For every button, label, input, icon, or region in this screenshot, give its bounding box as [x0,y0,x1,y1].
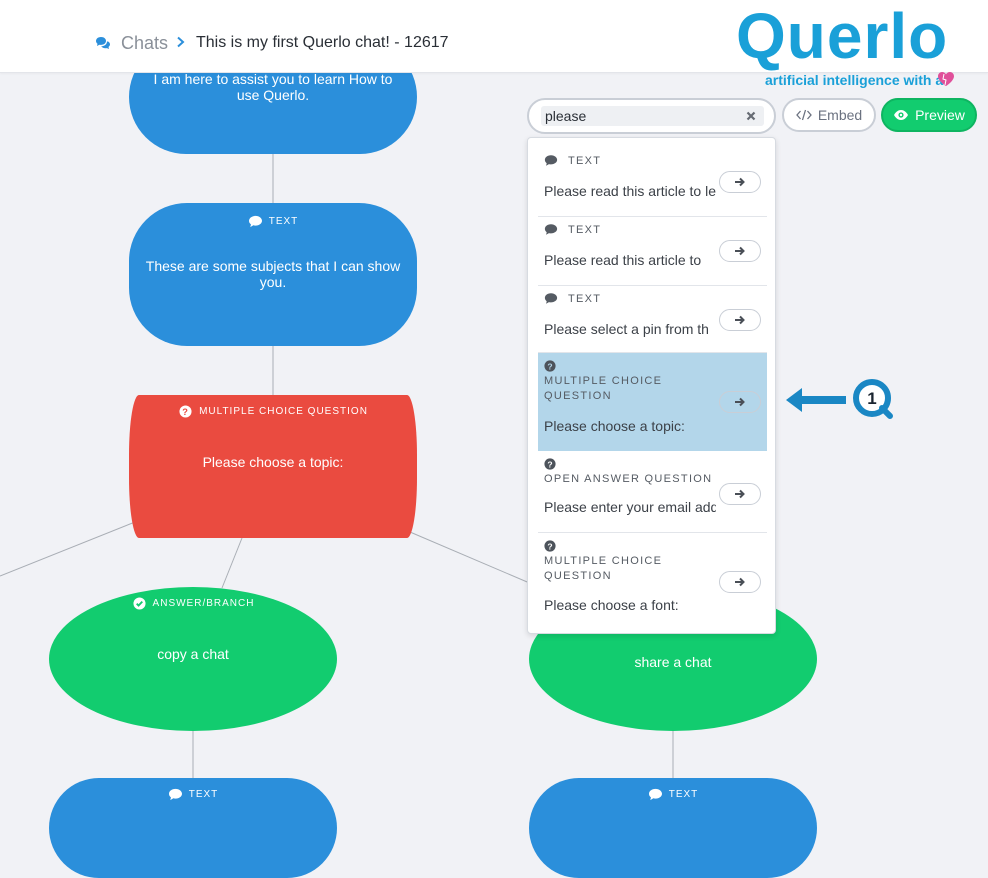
check-circle-icon [133,597,146,610]
flow-node-text-left[interactable]: TEXT [49,778,337,878]
search-results-dropdown: TEXT Please read this article to le TEXT… [527,137,776,634]
search-result-item[interactable]: ? OPEN ANSWER QUESTION Please enter your… [538,451,767,533]
result-go-button[interactable] [719,483,761,505]
arrow-right-icon [735,315,745,325]
result-type: MULTIPLE CHOICE QUESTION [544,375,663,402]
flow-node-text: I am here to assist you to learn How to … [153,71,393,103]
search-result-item[interactable]: TEXT Please read this article to le [538,148,767,217]
result-type: OPEN ANSWER QUESTION [544,473,713,485]
search-result-item[interactable]: TEXT Please select a pin from th [538,286,767,353]
flow-node-subjects[interactable]: TEXT These are some subjects that I can … [129,203,417,346]
node-type-label: TEXT [248,215,299,228]
result-text: Please select a pin from th [544,321,709,337]
result-text: Please read this article to le [544,183,716,199]
comment-icon [168,788,182,801]
node-type-label: TEXT [648,788,699,801]
embed-button[interactable]: Embed [782,98,876,132]
comment-icon [544,224,558,235]
result-text: Please choose a topic: [544,418,685,434]
result-go-button[interactable] [719,240,761,262]
svg-text:?: ? [547,459,552,469]
result-type: MULTIPLE CHOICE QUESTION [544,555,663,582]
flow-node-text: share a chat [634,654,712,670]
node-type-label: TEXT [168,788,219,801]
question-circle-icon: ? [544,360,556,372]
preview-label: Preview [915,107,965,123]
question-circle-icon: ? [544,458,556,470]
node-type-text: TEXT [188,789,219,800]
flow-node-text-right[interactable]: TEXT [529,778,817,878]
node-type-text: MULTIPLE CHOICE QUESTION [199,406,368,417]
result-type: TEXT [568,155,602,167]
result-go-button[interactable] [719,171,761,193]
search-result-item-selected[interactable]: ? MULTIPLE CHOICE QUESTION Please choose… [538,353,767,451]
result-go-button[interactable] [719,309,761,331]
flow-node-question[interactable]: ? MULTIPLE CHOICE QUESTION Please choose… [129,395,417,538]
chevron-right-icon [177,36,185,48]
annotation-number: 1 [867,389,876,408]
arrow-right-icon [735,177,745,187]
flow-node-text: These are some subjects that I can show … [145,258,401,290]
arrow-right-icon [735,246,745,256]
annotation-badge: 1 [853,379,893,419]
svg-text:?: ? [182,407,189,417]
embed-label: Embed [817,107,863,123]
comment-icon [544,293,558,304]
search-input[interactable] [545,106,735,126]
annotation-arrow-icon [786,388,846,412]
flow-node-copy-chat[interactable]: ANSWER/BRANCH copy a chat [49,587,337,731]
question-circle-icon: ? [179,405,192,418]
code-icon [795,109,812,121]
node-type-label: ? MULTIPLE CHOICE QUESTION [178,405,368,418]
result-go-button[interactable] [719,391,761,413]
preview-button[interactable]: Preview [881,98,977,132]
search-inner [541,106,764,126]
chats-icon [96,37,110,49]
result-go-button[interactable] [719,571,761,593]
node-type-text: ANSWER/BRANCH [152,598,255,609]
comment-icon [248,215,262,228]
top-header: Chats This is my first Querlo chat! - 12… [0,0,988,73]
comment-icon [544,155,558,166]
result-text: Please read this article to [544,252,702,268]
search-box [527,98,776,134]
arrow-right-icon [735,489,745,499]
breadcrumb-current: This is my first Querlo chat! - 12617 [196,34,449,51]
search-result-item[interactable]: TEXT Please read this article to [538,217,767,286]
clear-icon[interactable] [744,109,758,123]
result-text: Please enter your email add [544,499,716,515]
eye-icon [894,110,909,120]
search-result-item[interactable]: ? MULTIPLE CHOICE QUESTION Please choose… [538,533,767,625]
node-type-text: TEXT [668,789,699,800]
result-type: TEXT [568,293,602,305]
comment-icon [648,788,662,801]
node-type-text: TEXT [268,216,299,227]
logo-tagline: artificial intelligence with a [765,72,944,88]
flow-node-text: Please choose a topic: [202,454,344,470]
svg-text:?: ? [547,361,552,371]
arrow-right-icon [735,397,745,407]
result-type: TEXT [568,224,602,236]
flow-node-text: copy a chat [157,646,229,662]
node-type-label: ANSWER/BRANCH [132,597,255,610]
querlo-logo[interactable]: Querlo [736,0,949,72]
result-text: Please choose a font: [544,597,679,613]
question-circle-icon: ? [544,540,556,552]
breadcrumb-chats-link[interactable]: Chats [121,33,169,53]
svg-text:?: ? [547,541,552,551]
heart-icon [938,72,954,86]
arrow-right-icon [735,577,745,587]
